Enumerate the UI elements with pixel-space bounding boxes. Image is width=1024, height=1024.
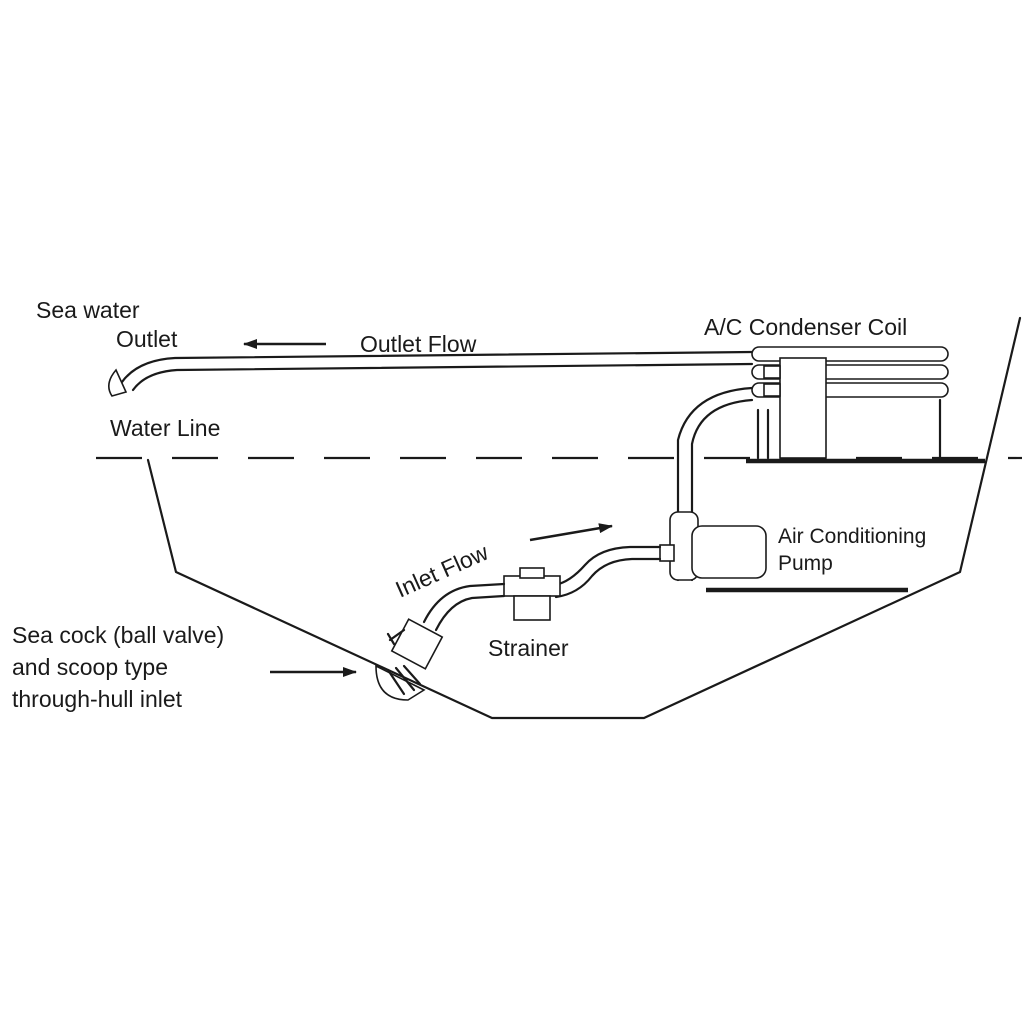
air-conditioning-pump: [659, 511, 767, 581]
water-line-label: Water Line: [110, 415, 220, 441]
condenser-to-pump-hose-inner: [690, 398, 754, 582]
outlet-flow-label: Outlet Flow: [360, 331, 477, 357]
sea-water-outlet-label-1: Sea water: [36, 297, 140, 323]
strainer-to-seacock-hose: [422, 582, 506, 624]
outlet-hose: [120, 350, 754, 384]
sea-water-outlet-fitting: [108, 368, 128, 397]
inlet-flow-arrow: [529, 523, 613, 542]
condenser-to-pump-hose: [676, 386, 754, 582]
strainer: [503, 567, 561, 621]
air-conditioning-pump-label-1: Air Conditioning: [778, 525, 926, 548]
strainer-to-seacock-hose-inner: [434, 594, 506, 632]
ac-condenser-coil: [751, 346, 949, 460]
ac-condenser-coil-label: A/C Condenser Coil: [704, 314, 907, 340]
sea-cock-label-3: through-hull inlet: [12, 686, 183, 712]
boat-hull: [146, 316, 1022, 720]
outlet-hose-inner: [131, 362, 754, 392]
pump-to-strainer-hose-inner: [554, 557, 662, 599]
sea-water-outlet-label-2: Outlet: [116, 326, 178, 352]
inlet-flow-label: Inlet Flow: [391, 539, 492, 603]
sea-cock-label-2: and scoop type: [12, 654, 168, 680]
pump-to-strainer-hose: [553, 545, 662, 587]
sea-cock-ball-valve: [375, 618, 444, 701]
air-conditioning-pump-label-2: Pump: [778, 552, 833, 575]
sea-cock-label-1: Sea cock (ball valve): [12, 622, 224, 648]
strainer-label: Strainer: [488, 635, 569, 661]
